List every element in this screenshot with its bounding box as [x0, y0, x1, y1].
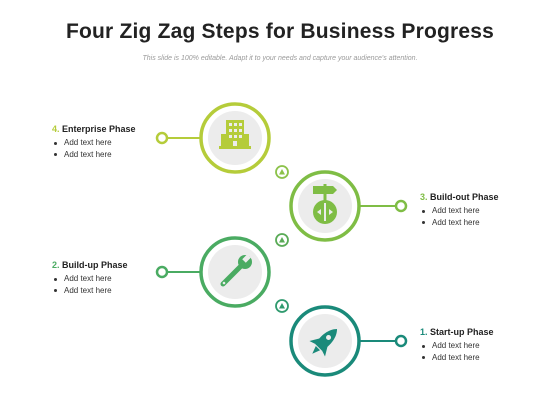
triangle-icon — [279, 303, 285, 309]
step-4-bullets: Add text here Add text here — [52, 137, 222, 160]
arrow-badge-1-to-2 — [275, 299, 289, 313]
step-1-text: 1. Start-up Phase Add text here Add text… — [420, 326, 560, 363]
triangle-icon — [279, 169, 285, 175]
slide-title: Four Zig Zag Steps for Business Progress — [65, 20, 495, 43]
slide-subtitle: This slide is 100% editable. Adapt it to… — [142, 55, 418, 62]
step-2-text: 2. Build-up Phase Add text here Add text… — [52, 259, 222, 296]
step-2-number: 2. — [52, 260, 60, 270]
step-3-end-dot — [394, 199, 408, 213]
step-1-number: 1. — [420, 327, 428, 337]
step-4-end-dot — [155, 131, 169, 145]
step-3-number: 3. — [420, 192, 428, 202]
step-1-node — [289, 305, 408, 377]
office-building-icon — [219, 120, 251, 149]
bullet-item: Add text here — [52, 285, 222, 297]
signpost-icon — [313, 184, 337, 224]
step-2-bullets: Add text here Add text here — [52, 273, 222, 296]
step-4-number: 4. — [52, 124, 60, 134]
step-3-text: 3. Build-out Phase Add text here Add tex… — [420, 191, 560, 228]
step-4-text: 4. Enterprise Phase Add text here Add te… — [52, 123, 222, 160]
step-3-title: Build-out Phase — [430, 192, 499, 202]
bullet-item: Add text here — [420, 205, 560, 217]
arrow-badge-2-to-3 — [275, 233, 289, 247]
bullet-item: Add text here — [52, 137, 222, 149]
bullet-item: Add text here — [52, 273, 222, 285]
wrench-icon — [220, 254, 252, 287]
rocket-icon — [309, 328, 338, 357]
step-1-end-dot — [394, 334, 408, 348]
bullet-item: Add text here — [52, 149, 222, 161]
step-2-node — [155, 236, 271, 308]
triangle-icon — [279, 237, 285, 243]
arrow-badge-3-to-4 — [275, 165, 289, 179]
step-3-heading: 3. Build-out Phase — [420, 191, 560, 203]
bullet-item: Add text here — [420, 340, 560, 352]
bullet-item: Add text here — [420, 217, 560, 229]
step-2-end-dot — [155, 265, 169, 279]
step-1-heading: 1. Start-up Phase — [420, 326, 560, 338]
bullet-item: Add text here — [420, 352, 560, 364]
step-2-title: Build-up Phase — [62, 260, 128, 270]
step-3-node — [289, 170, 408, 242]
step-1-title: Start-up Phase — [430, 327, 494, 337]
step-3-bullets: Add text here Add text here — [420, 205, 560, 228]
step-1-bullets: Add text here Add text here — [420, 340, 560, 363]
step-4-title: Enterprise Phase — [62, 124, 136, 134]
step-4-node — [155, 102, 271, 174]
step-4-heading: 4. Enterprise Phase — [52, 123, 222, 135]
step-2-heading: 2. Build-up Phase — [52, 259, 222, 271]
